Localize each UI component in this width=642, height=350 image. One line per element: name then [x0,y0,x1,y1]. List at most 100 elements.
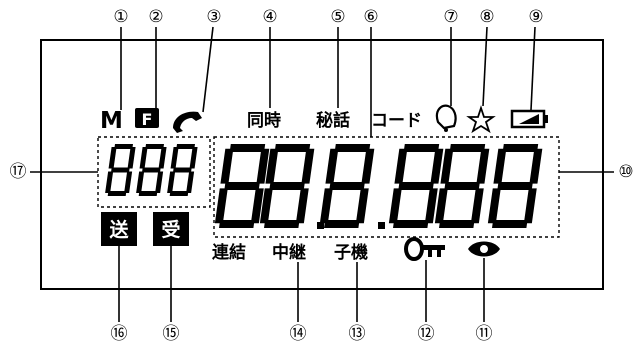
small-digit-2-seg-d [138,191,158,196]
large-digit-4-seg-a [403,144,440,152]
large-digit-5-seg-b [476,148,490,184]
callout-16: ⑯ [111,324,128,344]
relay-label: 中継 [272,242,306,263]
callout-15: ⑮ [163,324,180,344]
large-digit-1-seg-c [250,188,264,224]
large-digit-3-seg-a [334,144,371,152]
callout-4: ④ [262,7,277,27]
large-digit-4 [388,144,444,228]
large-digit-3-seg-b [361,148,375,184]
large-digit-2-seg-d [263,220,300,228]
small-digit-2-seg-b [158,147,167,169]
small-digit-3-seg-a [176,144,195,149]
large-digit-1-seg-g [224,182,260,190]
small-digit-3-seg-d [169,191,189,196]
send-label: 送 [109,218,129,241]
f-indicator: F [135,108,159,129]
callout-8: ⑧ [479,7,494,27]
large-digit-2-seg-e [259,188,273,224]
large-digit-3-seg-d [323,220,360,228]
large-digit-6-seg-a [502,144,539,152]
small-digit-3-seg-g [172,167,192,173]
link-label: 連結 [212,242,246,263]
large-digit-4-seg-f [394,148,408,184]
callout-12: ⑫ [418,324,435,344]
handset-icon [173,111,202,133]
large-digit-4-seg-e [388,188,402,224]
large-digit-5-seg-c [470,188,484,224]
small-digit-3-seg-b [189,147,198,169]
callout-11: ⑪ [476,324,493,344]
callout-17: ⑰ [10,162,27,182]
large-digit-4-seg-d [392,220,429,228]
decimal-point-1 [317,222,324,229]
large-digit-5-seg-f [440,148,454,184]
large-digit-5-seg-e [434,188,448,224]
small-digit-2-seg-g [141,167,161,173]
small-digit-1-seg-c [124,171,133,193]
large-digit-6-seg-e [487,188,501,224]
large-digit-1-seg-e [214,188,228,224]
f-indicator-label: F [142,110,153,129]
callout-1: ① [113,7,128,27]
leader-9 [530,26,536,111]
small-digit-1-seg-d [107,191,127,196]
callout-5: ⑤ [330,7,345,27]
small-digits [105,144,198,196]
handset-label: 子機 [334,242,368,263]
secret-label: 秘話 [316,110,350,131]
key-icon [404,237,445,261]
send-indicator: 送 [101,212,137,246]
eye-icon [468,241,500,257]
small-digit-2-seg-f [139,147,148,169]
large-digit-3-seg-e [319,188,333,224]
simultaneous-label: 同時 [247,110,281,131]
bell-icon [435,104,457,132]
small-digit-3 [167,144,198,196]
large-digit-6-seg-d [491,220,528,228]
large-digit-6-seg-c [523,188,537,224]
small-digit-1-seg-f [108,147,117,169]
small-digit-3-seg-e [167,171,176,193]
large-digit-5-seg-d [438,220,475,228]
large-digit-4-seg-c [424,188,438,224]
callout-13: ⑬ [349,324,366,344]
large-digit-2-seg-b [301,148,315,184]
large-digit-1 [214,144,270,228]
large-digit-6 [487,144,543,228]
small-digit-1 [105,144,136,196]
small-digit-2-seg-c [155,171,164,193]
large-digit-6-seg-b [529,148,543,184]
large-digit-3-seg-f [325,148,339,184]
leader-8 [482,26,488,107]
large-digit-5-seg-a [449,144,486,152]
large-digit-3 [319,144,375,228]
battery-icon [510,109,548,129]
large-digit-6-seg-g [497,182,533,190]
small-digit-3-seg-f [170,147,179,169]
large-digit-6-seg-f [493,148,507,184]
callout-2: ② [148,7,163,27]
small-digit-1-seg-b [127,147,136,169]
callout-7: ⑦ [443,7,458,27]
code-label: コード [371,111,422,131]
receive-label: 受 [161,218,180,241]
large-digit-5-seg-g [444,182,480,190]
callout-9: ⑨ [528,7,543,27]
large-digit-3-seg-g [329,182,365,190]
large-digit-4-seg-g [398,182,434,190]
memory-indicator: M [100,108,123,134]
large-digit-2-seg-f [265,148,279,184]
small-digit-group [97,136,211,208]
small-digit-1-seg-g [110,167,130,173]
leader-3 [202,26,214,113]
callout-14: ⑭ [290,324,307,344]
large-digit-5 [434,144,490,228]
small-digit-2-seg-e [136,171,145,193]
large-digit-2-seg-a [274,144,311,152]
callout-10: ⑩ [618,162,633,182]
callout-3: ③ [206,7,221,27]
large-digit-1-seg-a [229,144,266,152]
